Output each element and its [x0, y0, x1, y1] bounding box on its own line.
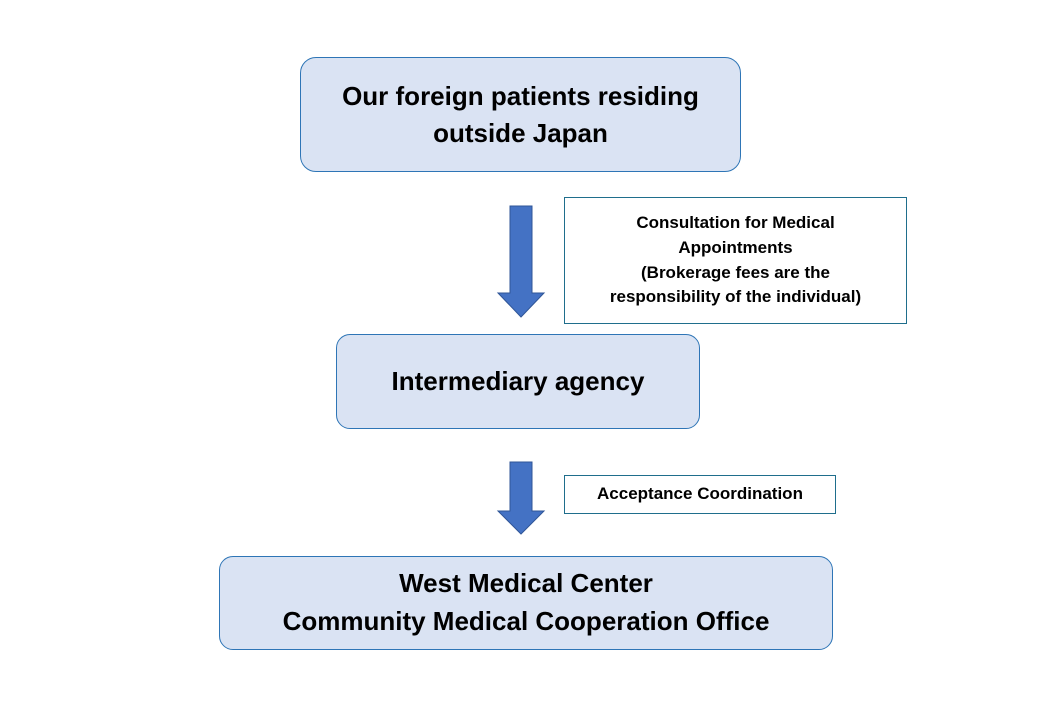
node-text-line: Our foreign patients residing: [342, 81, 699, 112]
edge-note-acceptance: Acceptance Coordination: [564, 475, 836, 514]
node-intermediary-agency: Intermediary agency: [336, 334, 700, 429]
down-arrow-icon: [496, 205, 546, 318]
note-text-line: Appointments: [678, 237, 793, 257]
node-west-medical-center: West Medical Center Community Medical Co…: [219, 556, 833, 650]
arrow-shape: [496, 205, 546, 318]
node-text-line: Community Medical Cooperation Office: [282, 606, 770, 636]
node-text-line: outside Japan: [433, 117, 608, 148]
note-text-line: (Brokerage fees are the: [641, 262, 830, 282]
note-text-line: Consultation for Medical: [636, 213, 835, 233]
node-foreign-patients: Our foreign patients residing outside Ja…: [300, 57, 741, 172]
note-text-line: Acceptance Coordination: [597, 484, 803, 504]
node-text-line: Intermediary agency: [391, 366, 645, 397]
arrow-shape: [496, 461, 546, 535]
down-arrow-icon: [496, 461, 546, 535]
note-text-line: responsibility of the individual): [609, 287, 862, 307]
edge-note-consultation: Consultation for Medical Appointments (B…: [564, 197, 907, 324]
node-text-line: West Medical Center: [399, 568, 653, 599]
